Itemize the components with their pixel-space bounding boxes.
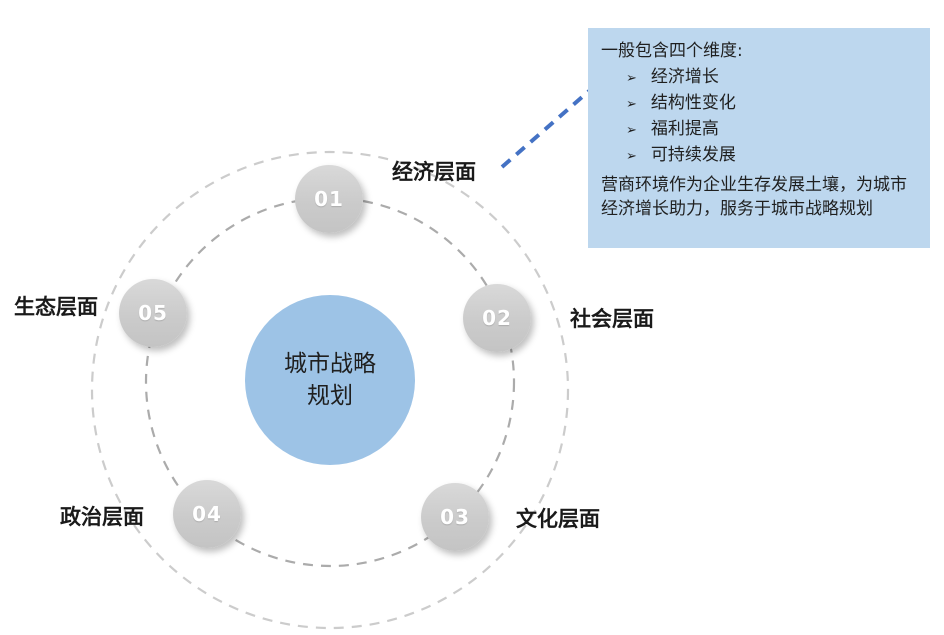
label-ecological: 生态层面	[14, 295, 98, 319]
node-01: 01	[295, 165, 363, 233]
callout-bullet-item: ➢ 结构性变化	[626, 91, 916, 117]
callout-bullet-item: ➢ 可持续发展	[626, 143, 916, 169]
label-cultural: 文化层面	[516, 507, 600, 531]
callout-bullet-text: 福利提高	[650, 119, 719, 139]
node-03: 03	[421, 483, 489, 551]
label-political: 政治层面	[60, 505, 144, 529]
callout-bullet-item: ➢ 经济增长	[626, 65, 916, 91]
node-04: 04	[173, 480, 241, 548]
callout-bullet-list: ➢ 经济增长 ➢ 结构性变化 ➢ 福利提高 ➢ 可持续发展	[601, 65, 916, 169]
center-title-line1: 城市战略	[284, 351, 376, 377]
arrow-bullet-icon: ➢	[626, 71, 637, 86]
label-economic: 经济层面	[392, 160, 476, 184]
arrow-bullet-icon: ➢	[626, 123, 637, 138]
node-02: 02	[463, 284, 531, 352]
arrow-bullet-icon: ➢	[626, 97, 637, 112]
center-title-line2: 规划	[307, 383, 353, 409]
node-01-number: 01	[314, 187, 344, 211]
callout-box: 一般包含四个维度: ➢ 经济增长 ➢ 结构性变化 ➢ 福利提高 ➢ 可持续发展 …	[588, 28, 930, 248]
node-04-number: 04	[192, 502, 222, 526]
node-05: 05	[119, 279, 187, 347]
callout-bullet-text: 经济增长	[650, 67, 719, 87]
label-social: 社会层面	[570, 307, 654, 331]
callout-title: 一般包含四个维度:	[601, 41, 743, 61]
center-circle: 城市战略 规划	[245, 295, 415, 465]
callout-bullet-item: ➢ 福利提高	[626, 117, 916, 143]
callout-bullet-text: 结构性变化	[650, 93, 736, 113]
node-02-number: 02	[482, 306, 512, 330]
node-03-number: 03	[440, 505, 470, 529]
node-05-number: 05	[138, 301, 168, 325]
outer-dashed-ring	[90, 150, 570, 630]
callout-bullet-text: 可持续发展	[650, 145, 736, 165]
callout-connector-line	[500, 89, 591, 169]
arrow-bullet-icon: ➢	[626, 149, 637, 164]
callout-paragraph: 营商环境作为企业生存发展土壤，为城市经济增长助力，服务于城市战略规划	[601, 175, 907, 219]
